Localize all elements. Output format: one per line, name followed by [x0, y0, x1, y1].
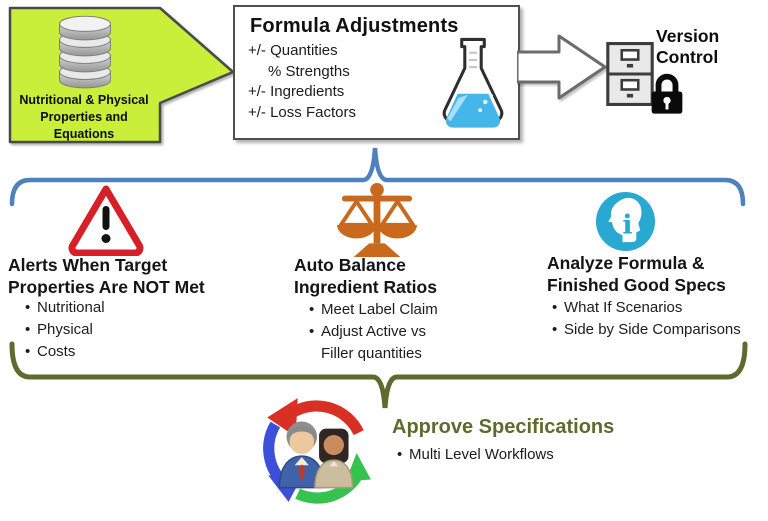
database-icon — [59, 15, 111, 89]
blue-brace — [9, 147, 746, 207]
alerts-bullet-list: Nutritional Physical Costs — [24, 297, 105, 363]
alerts-heading: Alerts When Target Properties Are NOT Me… — [8, 255, 205, 297]
head-info-icon: i — [595, 191, 656, 252]
lock-icon — [651, 73, 683, 114]
balance-bullet: Adjust Active vs Filler quantities — [308, 321, 438, 365]
balance-heading: Auto Balance Ingredient Ratios — [294, 255, 437, 297]
balance-scale-icon — [337, 182, 417, 258]
flask-icon — [442, 37, 504, 128]
formula-item: +/- Ingredients — [248, 83, 345, 100]
formula-item: +/- Loss Factors — [248, 103, 356, 121]
approve-bullet: Multi Level Workflows — [396, 444, 554, 466]
warning-triangle-icon — [68, 185, 144, 256]
olive-brace — [9, 341, 748, 409]
svg-text:i: i — [622, 209, 632, 240]
analyze-heading: Analyze Formula & Finished Good Specs — [547, 253, 726, 295]
balance-bullet: Meet Label Claim — [308, 299, 438, 321]
approve-bullet-list: Multi Level Workflows — [396, 444, 554, 466]
source-callout-label: Nutritional & Physical Properties and Eq… — [19, 93, 149, 141]
formula-item: % Strengths — [268, 62, 350, 80]
analyze-bullet: Side by Side Comparisons — [551, 319, 741, 341]
file-cabinet-icon — [606, 42, 654, 106]
formula-item: +/- Quantities — [248, 42, 338, 59]
version-control-label: Version Control — [656, 26, 720, 67]
arrow-right-icon — [517, 34, 607, 100]
approve-heading: Approve Specifications — [392, 416, 615, 438]
alerts-bullet: Physical — [24, 319, 105, 341]
formula-box-title: Formula Adjustments — [250, 15, 459, 37]
analyze-bullet-list: What If Scenarios Side by Side Compariso… — [551, 297, 741, 341]
analyze-bullet: What If Scenarios — [551, 297, 741, 319]
alerts-bullet: Nutritional — [24, 297, 105, 319]
balance-bullet-list: Meet Label Claim Adjust Active vs Filler… — [308, 299, 438, 365]
alerts-bullet: Costs — [24, 341, 105, 363]
approval-cycle-icon — [263, 398, 371, 504]
